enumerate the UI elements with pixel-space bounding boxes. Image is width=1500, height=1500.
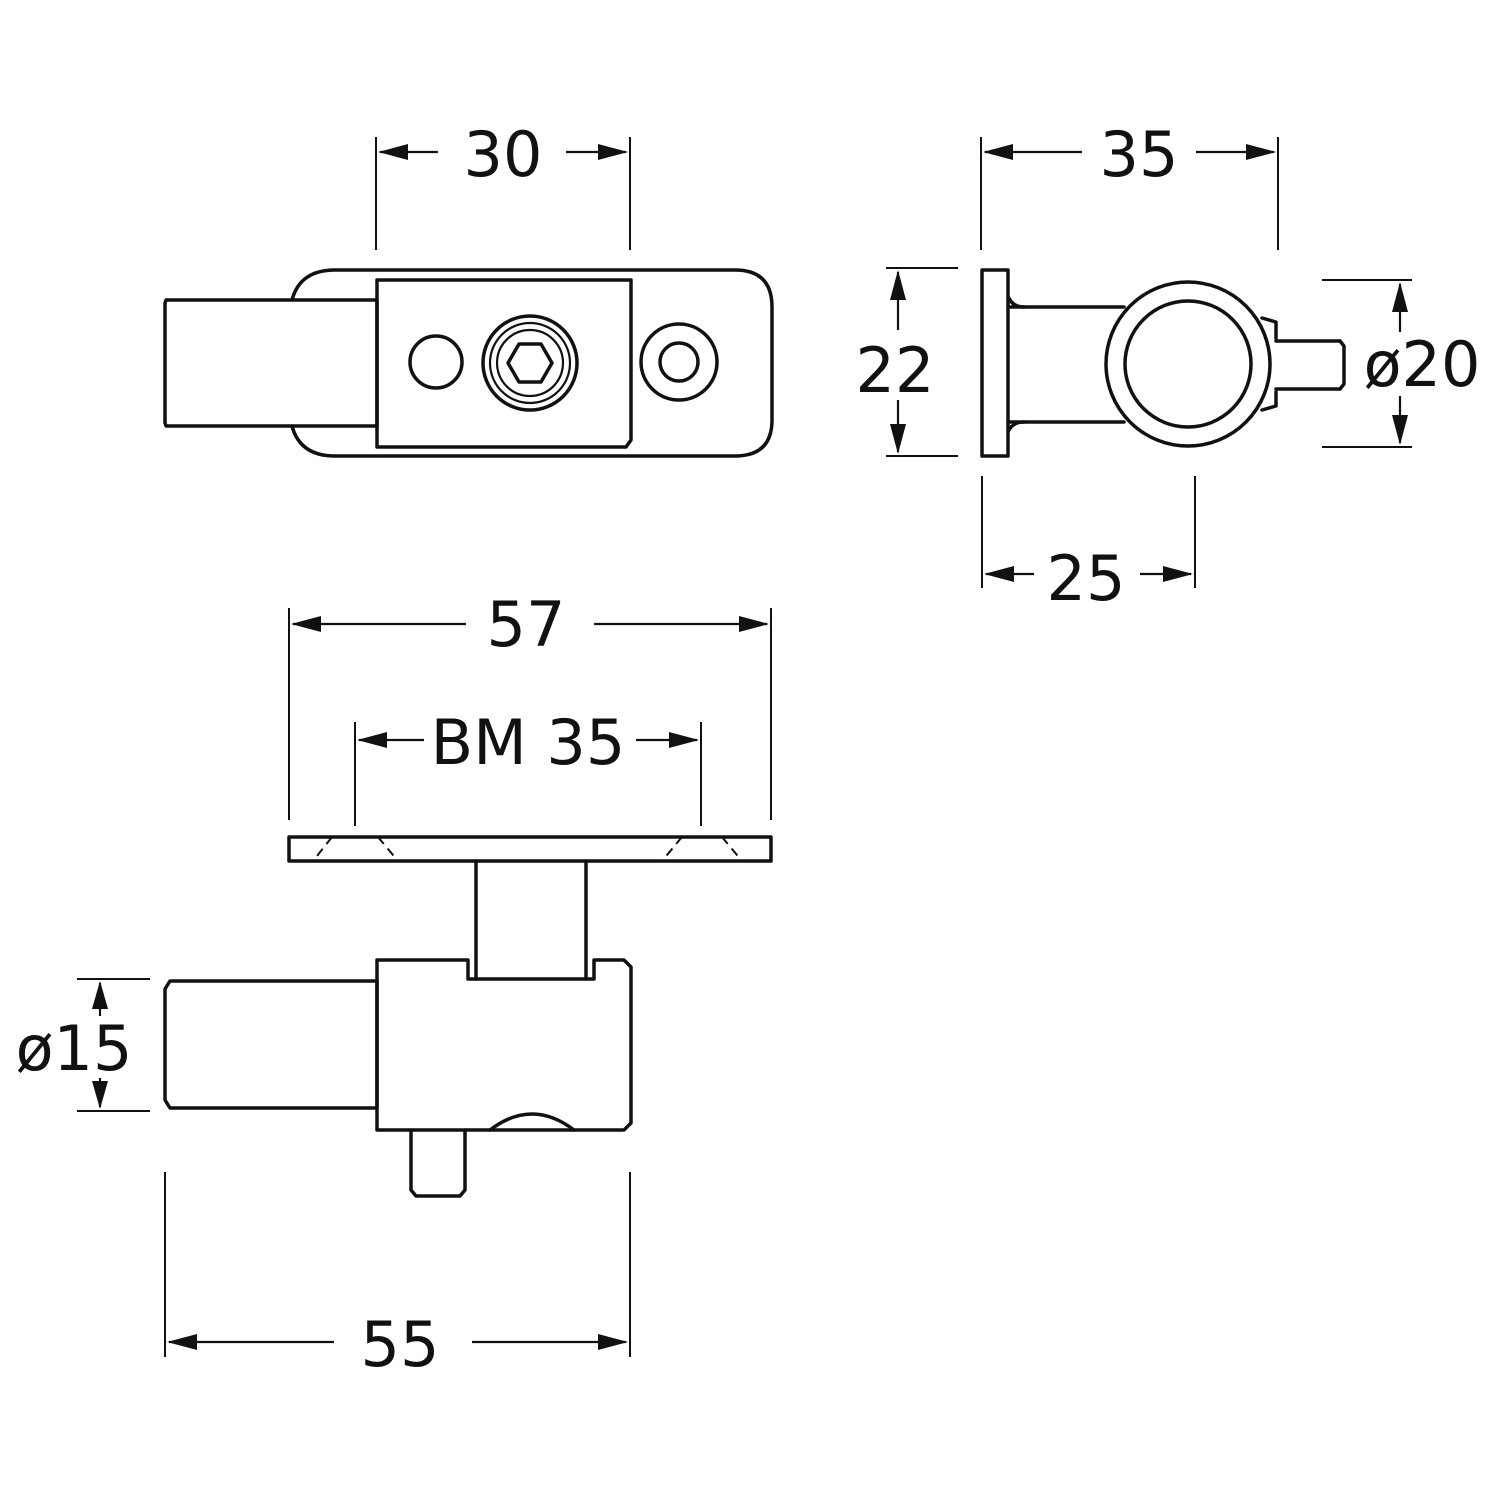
- top-view-hole-right-outer: [639, 322, 719, 402]
- side-view-ring-inner: [1123, 299, 1253, 429]
- side-view-arm-fillet-bottom: [1006, 420, 1026, 434]
- front-view-countersink-left: [312, 836, 399, 862]
- top-view-screw-outer: [481, 314, 579, 412]
- dim-30-arrow-left: [378, 144, 408, 160]
- dim-57-arrow-right: [739, 616, 769, 632]
- front-view-saddle: [488, 1112, 576, 1132]
- dim-o15-arrow-top: [92, 981, 108, 1009]
- dim-25-arrow-right: [1163, 566, 1193, 582]
- side-view-arm-fillet-top: [1006, 294, 1026, 309]
- front-view: 57 BM 35 ø15 55: [16, 588, 773, 1381]
- front-view-countersink-right: [661, 836, 743, 862]
- side-view-tab-bottom: [1260, 390, 1278, 412]
- dim-o20-arrow-bottom: [1392, 415, 1408, 445]
- dim-35-arrow-left: [983, 144, 1013, 160]
- dim-57-label: 57: [487, 588, 566, 661]
- side-view: 35 22 ø20 25: [856, 118, 1481, 615]
- side-view-ring-outer: [1104, 280, 1272, 448]
- dim-bm35-label: BM 35: [431, 706, 626, 779]
- dim-bm35-arrow-right: [669, 732, 699, 748]
- top-view-base-plate: [290, 268, 774, 458]
- front-view-pin: [409, 1128, 467, 1198]
- dim-o20-arrow-top: [1392, 282, 1408, 312]
- top-view-screw-inner: [495, 328, 565, 398]
- front-view-wall-plate: [287, 835, 773, 863]
- dim-25-arrow-left: [984, 566, 1014, 582]
- dim-30-arrow-right: [598, 144, 628, 160]
- front-view-rod: [163, 979, 379, 1110]
- dim-25-label: 25: [1047, 542, 1126, 615]
- dim-57-arrow-left: [291, 616, 321, 632]
- top-view: 30: [163, 118, 774, 458]
- top-view-rod: [163, 298, 379, 428]
- top-view-hex-socket: [506, 342, 554, 384]
- top-view-screw-ring: [488, 321, 572, 405]
- top-view-hole-left: [408, 334, 464, 390]
- dim-o15-arrow-bottom: [92, 1081, 108, 1109]
- dim-22-arrow-top: [890, 270, 906, 300]
- dim-bm35-arrow-left: [357, 732, 387, 748]
- top-view-clamp-block: [375, 278, 633, 449]
- dim-o15-label: ø15: [16, 1012, 133, 1085]
- side-view-tab-top: [1260, 316, 1278, 340]
- dim-55-arrow-left: [167, 1334, 197, 1350]
- dim-55-label: 55: [361, 1308, 440, 1381]
- side-view-wall-plate: [980, 268, 1010, 458]
- dim-22-label: 22: [856, 334, 935, 407]
- dim-o20-label: ø20: [1364, 328, 1481, 401]
- side-view-pin-end: [1338, 339, 1346, 391]
- dim-35-arrow-right: [1246, 144, 1276, 160]
- dim-30-label: 30: [464, 118, 543, 191]
- dim-35-label: 35: [1100, 118, 1179, 191]
- top-view-hole-right-inner: [658, 341, 700, 383]
- front-view-clamp-body: [375, 958, 633, 1132]
- dim-22-arrow-bottom: [890, 424, 906, 454]
- dim-55-arrow-right: [598, 1334, 628, 1350]
